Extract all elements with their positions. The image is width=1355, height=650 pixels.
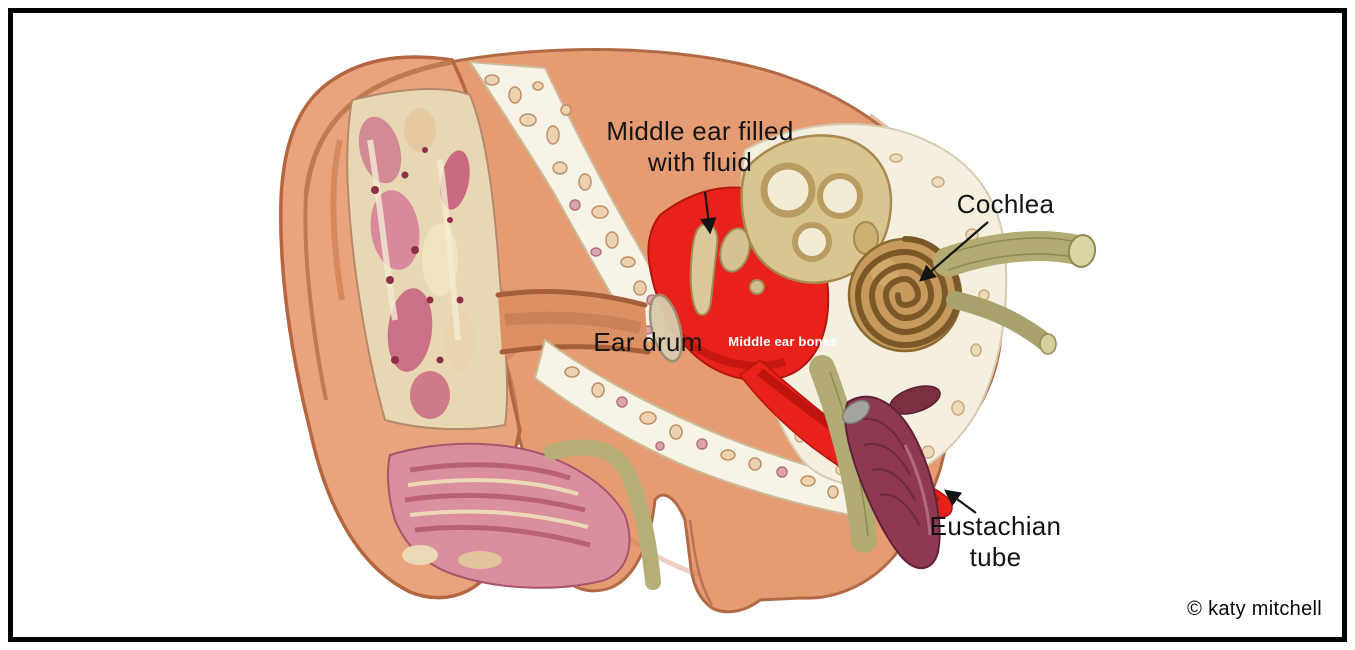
label-middle-ear-fluid: Middle ear filled with fluid	[575, 116, 825, 178]
semicircular-canals	[740, 134, 893, 284]
ear-drum-membrane	[648, 293, 684, 363]
arrow-cochlea	[919, 221, 989, 282]
label-cochlea: Cochlea	[956, 189, 1055, 219]
label-eustachian-tube: Eustachian tube	[928, 511, 1063, 573]
photo-credit: © katy mitchell	[1187, 598, 1322, 620]
label-eustachian-line2: tube	[969, 542, 1022, 572]
gray-band	[841, 399, 871, 425]
marbled-cartilage-cross-section	[346, 87, 509, 431]
ossicles-middle-ear-bones	[689, 223, 765, 316]
auditory-nerve-bundles	[544, 231, 1097, 590]
label-middle-ear-fluid-line1: Middle ear filled	[606, 116, 794, 146]
lower-lobe-muscle-tissue	[386, 442, 631, 589]
label-middle-ear-bones: Middle ear bones	[728, 334, 838, 349]
annotation-arrows	[700, 191, 989, 514]
arrow-middle-ear-fluid	[700, 191, 717, 235]
maroon-muscle-cone	[841, 395, 941, 570]
ear-canal	[495, 289, 651, 355]
arrow-eustachian-tube	[944, 489, 977, 514]
label-middle-ear-fluid-line2: with fluid	[647, 147, 753, 177]
label-eustachian-line1: Eustachian	[929, 511, 1062, 541]
spongy-bone-lower-band	[533, 338, 862, 517]
label-ear-drum: Ear drum	[593, 327, 703, 357]
